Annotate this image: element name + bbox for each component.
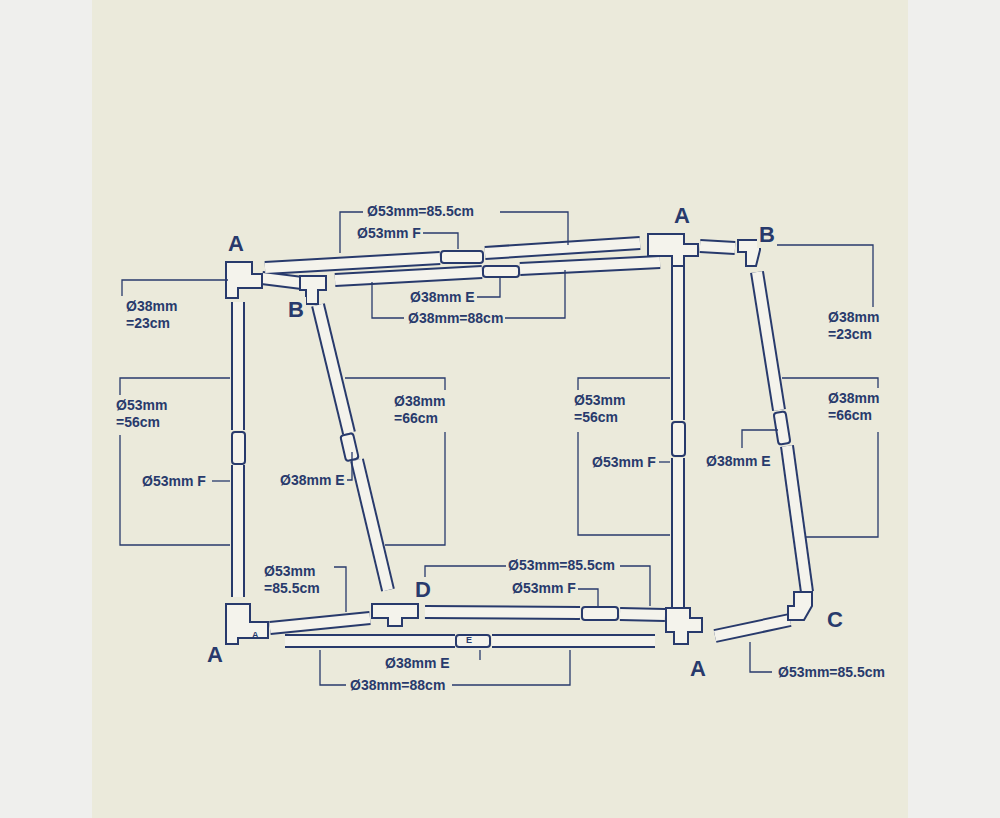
dimension-label: Ø53mm F bbox=[510, 580, 578, 597]
dimension-label: Ø38mm=88cm bbox=[348, 677, 447, 694]
dimension-label: Ø38mm =23cm bbox=[826, 309, 892, 343]
part-letter: A bbox=[672, 203, 692, 229]
dimension-label: Ø38mm=88cm bbox=[406, 310, 505, 327]
dimension-label: Ø53mm =56cm bbox=[572, 392, 638, 426]
dimension-label: Ø53mm=85.5cm bbox=[365, 203, 476, 220]
dimension-label: Ø38mm E bbox=[278, 472, 347, 489]
dimension-label: Ø38mm E bbox=[704, 453, 773, 470]
part-letter: A bbox=[205, 642, 225, 668]
dimension-label: Ø53mm=85.5cm bbox=[776, 664, 887, 681]
part-letter: B bbox=[757, 222, 777, 248]
part-letter: B bbox=[286, 297, 306, 323]
dimension-label: Ø53mm =85.5cm bbox=[262, 563, 334, 597]
dimension-label: Ø53mm F bbox=[590, 454, 658, 471]
dimension-label: Ø38mm =66cm bbox=[392, 393, 458, 427]
dimension-label: Ø53mm=85.5cm bbox=[506, 557, 617, 574]
dimension-label: Ø38mm =66cm bbox=[826, 390, 892, 424]
fitting-mark: A bbox=[252, 630, 259, 641]
part-letter: C bbox=[825, 607, 845, 633]
dimension-label: Ø53mm F bbox=[355, 225, 423, 242]
fitting-mark: E bbox=[466, 635, 472, 646]
dimension-label: Ø38mm E bbox=[408, 289, 477, 306]
part-letter: A bbox=[226, 231, 246, 257]
dimension-label: Ø38mm E bbox=[383, 655, 452, 672]
dimension-label: Ø38mm =23cm bbox=[124, 298, 190, 332]
dimension-label: Ø53mm =56cm bbox=[114, 397, 180, 431]
part-letter: A bbox=[688, 656, 708, 682]
part-letter: D bbox=[413, 577, 433, 603]
dimension-label: Ø53mm F bbox=[140, 473, 208, 490]
